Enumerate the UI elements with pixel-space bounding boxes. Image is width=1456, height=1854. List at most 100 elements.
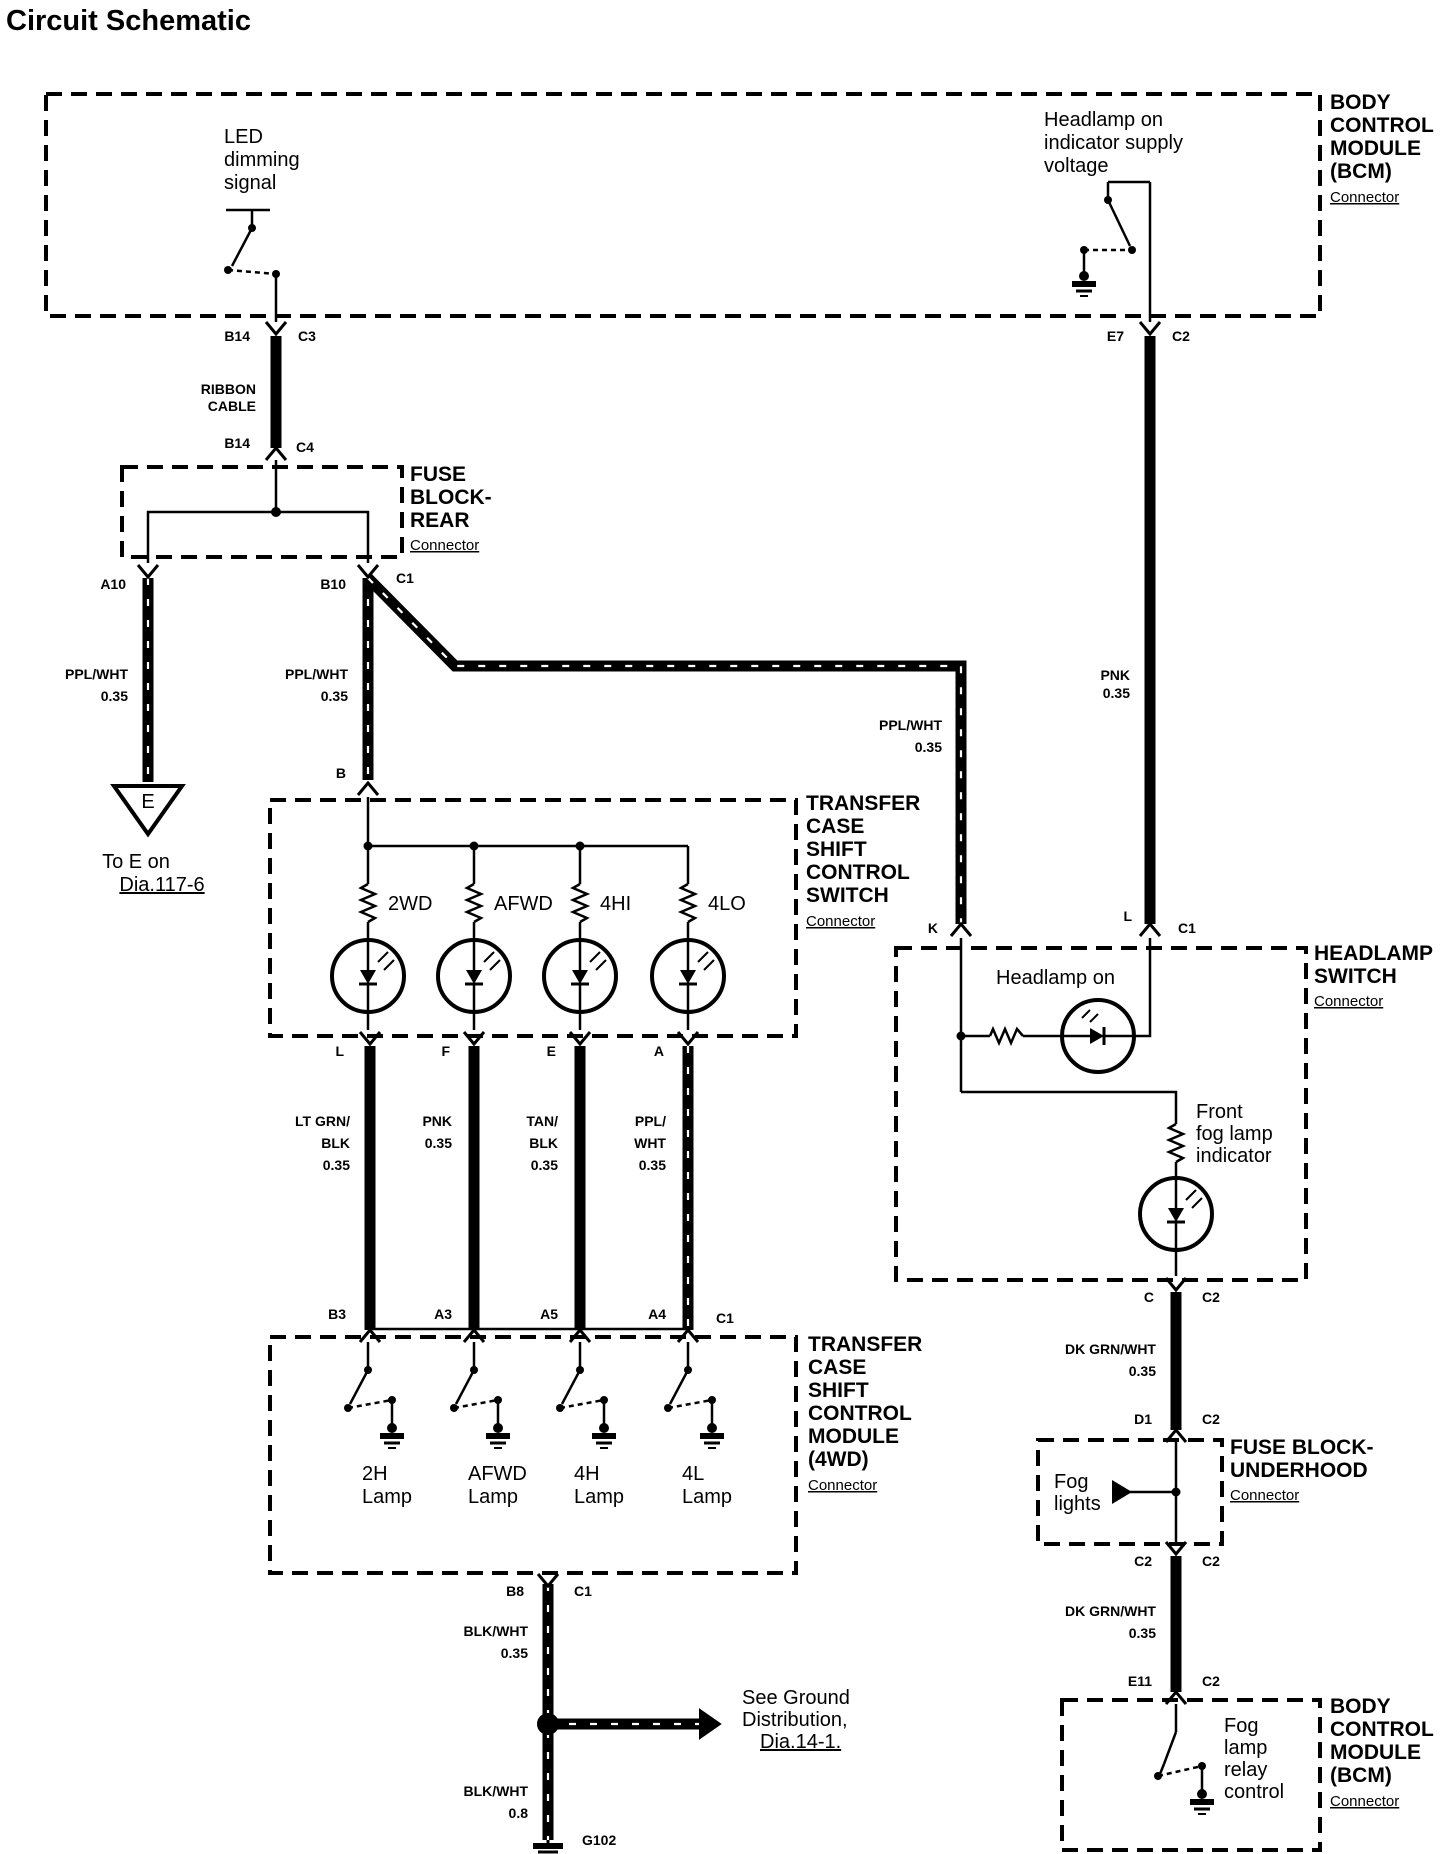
fuse-rear-title-3: REAR (410, 509, 470, 532)
pin-b10: B10 (320, 576, 346, 592)
lamp-label: 4L (682, 1463, 704, 1485)
offpage-connector-e-icon (110, 784, 186, 838)
tcm-title-3: SHIFT (808, 1379, 869, 1402)
wire-f-size: 0.35 (425, 1135, 452, 1151)
pin-c2-top: C2 (1172, 328, 1190, 344)
led-dimming-label-3: signal (224, 172, 276, 194)
headlamp-switch-box (894, 946, 1308, 1282)
fuse-underhood-title-2: UNDERHOOD (1230, 1459, 1368, 1482)
pin-c2-d1: C2 (1202, 1411, 1220, 1427)
offpage-e-text-2: Dia.117-6 (119, 874, 204, 896)
fuse-underhood-title-1: FUSE BLOCK- (1230, 1436, 1374, 1459)
led-indicator-afwd: AFWD (436, 846, 553, 1030)
pin-k: K (928, 920, 938, 936)
tcm-connector: Connector (808, 1477, 877, 1494)
tcm-title-5: MODULE (808, 1425, 899, 1448)
fog-relay-switch (1154, 1704, 1206, 1790)
fog-lights-arrow-icon (1112, 1480, 1132, 1504)
pin-a10: A10 (100, 576, 126, 592)
headlamp-on-label: Headlamp on (996, 967, 1115, 989)
fog-relay-label-3: relay (1224, 1759, 1267, 1781)
pin-c2-fuse-left: C2 (1134, 1553, 1152, 1569)
pin-b3: B3 (328, 1306, 346, 1322)
lamp-label: 2H (362, 1463, 388, 1485)
wire-e-size: 0.35 (531, 1157, 558, 1173)
headlamp-on-resistor (988, 1025, 1024, 1047)
bcm-bottom-title-2: CONTROL (1330, 1718, 1434, 1741)
headlamp-supply-switch (1080, 180, 1152, 322)
wire-b10-color: PPL/WHT (285, 666, 348, 682)
tcs-title-4: CONTROL (806, 861, 910, 884)
headlamp-supply-label-2: indicator supply (1044, 132, 1183, 154)
tcm-title-2: CASE (808, 1356, 866, 1379)
wire-blk1-color: BLK/WHT (463, 1623, 528, 1639)
wire-blk2-size: 0.8 (509, 1805, 529, 1821)
lamp-label: 4H (574, 1463, 600, 1485)
lamp-label: Lamp (362, 1486, 412, 1508)
front-fog-label-1: Front (1196, 1101, 1243, 1123)
pin-c-headlamp: C (1144, 1289, 1154, 1305)
wire-a-size: 0.35 (639, 1157, 666, 1173)
led-indicator-4lo: 4LO (650, 846, 746, 1030)
transfer-case-switch-box (268, 798, 798, 1038)
pin-b8: B8 (506, 1583, 524, 1599)
pin-a-switch: A (654, 1043, 664, 1059)
bcm-top-title-4: (BCM) (1330, 160, 1392, 183)
front-fog-label-3: indicator (1196, 1145, 1272, 1167)
front-fog-resistor (1165, 1122, 1187, 1164)
pin-a3: A3 (434, 1306, 452, 1322)
wire-dk1-size: 0.35 (1129, 1363, 1156, 1379)
wire-blk2-color: BLK/WHT (463, 1783, 528, 1799)
wire-pnk-top-color: PNK (1100, 667, 1130, 683)
offpage-e-text-1: To E on (102, 851, 170, 873)
fuse-rear-connector: Connector (410, 537, 479, 554)
pin-a4: A4 (648, 1306, 666, 1322)
ground-icon (700, 1423, 724, 1449)
wire-a10-color: PPL/WHT (65, 666, 128, 682)
led-dimming-label-1: LED (224, 126, 263, 148)
wire-l-size: 0.35 (323, 1157, 350, 1173)
headlamp-supply-label-3: voltage (1044, 155, 1109, 177)
led-label: 4HI (600, 893, 631, 915)
fog-lights-label-1: Fog (1054, 1471, 1088, 1493)
bcm-top-title-3: MODULE (1330, 137, 1421, 160)
wire-f-color: PNK (422, 1113, 452, 1129)
bcm-bottom-box (1060, 1698, 1322, 1852)
lamp-label: Lamp (574, 1486, 624, 1508)
fuse-rear-title-1: FUSE (410, 463, 466, 486)
wire-k-size: 0.35 (915, 739, 942, 755)
wire-e-color-1: TAN/ (526, 1113, 558, 1129)
pin-b: B (336, 765, 346, 781)
pin-c1-fuse: C1 (396, 570, 414, 586)
pin-e7: E7 (1107, 328, 1124, 344)
pin-e11: E11 (1128, 1673, 1152, 1689)
tcs-title-3: SHIFT (806, 838, 867, 861)
wire-dk2-size: 0.35 (1129, 1625, 1156, 1641)
wire-l-color-1: LT GRN/ (295, 1113, 350, 1129)
ground-icon (486, 1423, 510, 1449)
wire-dk2-color: DK GRN/WHT (1065, 1603, 1156, 1619)
fuse-block-underhood-box (1036, 1438, 1224, 1546)
page-title: Circuit Schematic (6, 5, 251, 37)
ground-icon (380, 1423, 404, 1449)
bcm-bottom-title-1: BODY (1330, 1695, 1391, 1718)
ground-icon (1190, 1789, 1214, 1815)
pin-a5: A5 (540, 1306, 558, 1322)
fuse-block-rear-bus (146, 460, 370, 563)
headlamp-switch-connector: Connector (1314, 993, 1383, 1010)
bcm-top-title-1: BODY (1330, 91, 1391, 114)
pin-f-switch: F (441, 1043, 450, 1059)
pin-c2-fuse-right: C2 (1202, 1553, 1220, 1569)
wire-a-color-1: PPL/ (635, 1113, 666, 1129)
pin-c2-headlamp: C2 (1202, 1289, 1220, 1305)
ground-icon (1072, 271, 1096, 297)
wire-e-color-2: BLK (529, 1135, 558, 1151)
pin-l-switch: L (335, 1043, 344, 1059)
ground-distribution-arrow-icon (699, 1708, 722, 1740)
tcm-title-4: CONTROL (808, 1402, 912, 1425)
transfer-case-module-box (268, 1335, 798, 1575)
